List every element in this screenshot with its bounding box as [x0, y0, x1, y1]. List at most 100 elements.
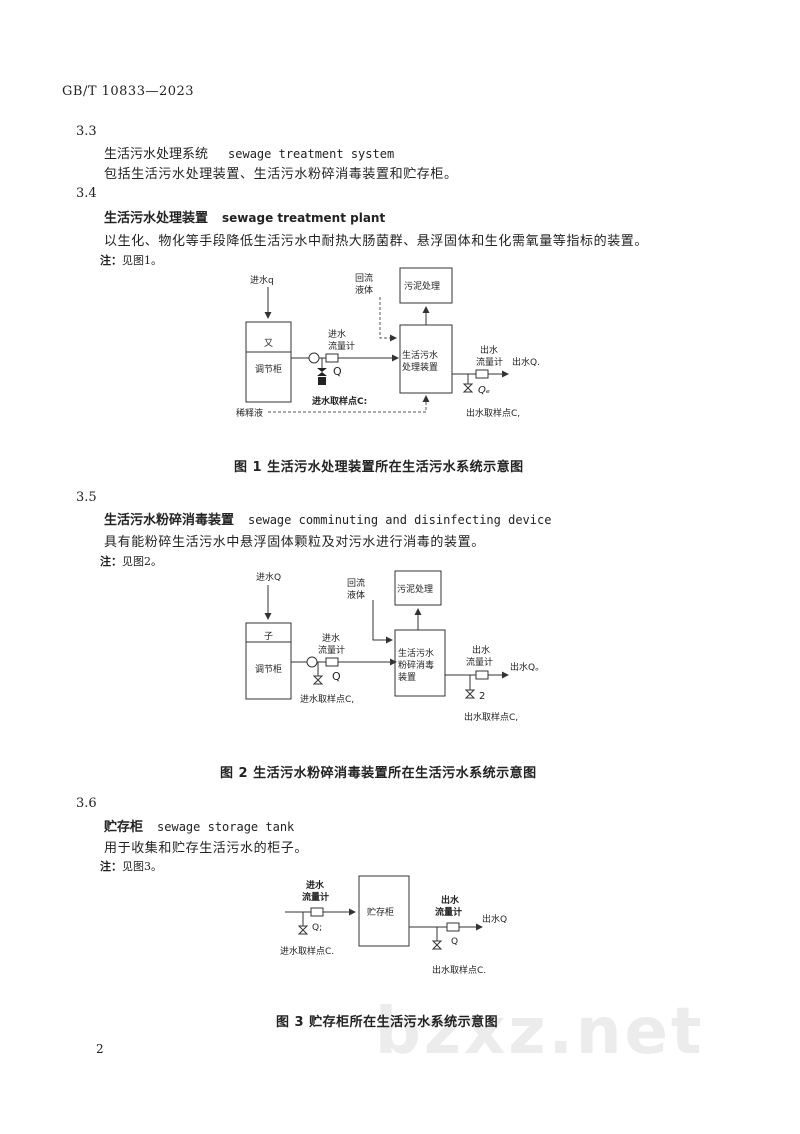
fig1-inlet-q: Q [333, 365, 342, 378]
term-zh: 生活污水处理装置 [104, 211, 209, 226]
watermark: bzxz.net [375, 995, 705, 1069]
fig1-inlet-flowmeter [325, 353, 339, 363]
fig2-device-label-2: 粉碎消毒 [398, 659, 434, 671]
fig2-device-label-1: 生活污水 [398, 647, 434, 659]
fig1-tank-mark: 又 [264, 338, 273, 349]
fig3-inlet-label-1: 进水 [306, 879, 325, 891]
fig1-outlet-flowmeter [475, 369, 489, 379]
fig1-inlet-label-1: 进水 [328, 328, 346, 340]
standard-number: GB/T 10833—2023 [62, 84, 195, 99]
term-3-4: 生活污水处理装置 sewage treatment plant [104, 207, 385, 226]
term-3-5: 生活污水粉碎消毒装置 sewage comminuting and disinfe… [104, 509, 551, 528]
fig3-outlet-sample: 出水取样点C. [432, 964, 486, 976]
section-number-3-5: 3.5 [76, 490, 97, 505]
fig2-comminuting-device [394, 629, 446, 697]
fig1-pump-icon [308, 352, 320, 364]
fig3-inlet-valve-icon [297, 925, 309, 935]
fig2-outlet-flowmeter [475, 670, 489, 680]
section-number-3-4: 3.4 [76, 186, 97, 201]
section-number-3-6: 3.6 [76, 796, 97, 811]
fig3-outlet-q: Q [451, 937, 458, 947]
figure-1-diagram: 进水q 又 调节柜 进水 流量计 Q 进水取样点C: 污泥处理 回流 液体 生活… [236, 267, 540, 419]
fig2-inlet-sample: 进水取样点C, [300, 693, 354, 705]
fig2-inlet-label-2: 流量计 [318, 644, 345, 656]
term-en: sewage treatment plant [222, 211, 386, 225]
term-zh: 贮存柜 [104, 820, 144, 835]
fig3-inlet-flowmeter [310, 907, 324, 917]
note-label: 注： [100, 254, 122, 267]
fig1-plant-label-2: 处理装置 [402, 361, 438, 373]
fig2-inlet-label-1: 进水 [322, 632, 340, 644]
fig2-return-label-1: 回流 [347, 577, 365, 589]
fig3-inlet-sample: 进水取样点C. [280, 945, 334, 957]
fig2-outlet-q: 2 [479, 691, 485, 702]
fig3-tank-label: 贮存柜 [367, 906, 394, 918]
fig1-plant-label-1: 生活污水 [402, 349, 438, 361]
fig1-outlet-q: Qₑ [478, 385, 490, 396]
definition-3-4: 以生化、物化等手段降低生活污水中耐热大肠菌群、悬浮固体和生化需氧量等指标的装置。 [104, 234, 649, 249]
page-number: 2 [96, 1042, 104, 1056]
fig2-inflow-label: 进水Q [256, 571, 281, 583]
fig3-outlet-label-2: 流量计 [435, 906, 462, 918]
fig1-inlet-sample: 进水取样点C: [312, 395, 367, 407]
fig1-sludge-label: 污泥处理 [404, 280, 440, 292]
fig2-outlet-valve-icon [464, 689, 476, 699]
fig2-return-label-2: 液体 [347, 589, 365, 601]
fig1-tank-label: 调节柜 [255, 363, 282, 375]
fig2-sludge-label: 污泥处理 [397, 583, 433, 595]
fig3-storage-tank [358, 875, 410, 947]
fig3-outflow-label: 出水Q [482, 913, 507, 925]
fig2-regulating-tank [245, 622, 292, 700]
fig1-outlet-label-1: 出水 [480, 344, 498, 356]
figure-3-diagram: 进水 流量计 Q; 进水取样点C. 贮存柜 出水 流量计 出水Q Q 出水取样点… [280, 875, 507, 976]
note-3-6: 注：见图3。 [100, 858, 162, 874]
fig1-inlet-valve-icon [317, 368, 327, 376]
term-zh: 生活污水处理系统 [104, 147, 209, 162]
term-3-6: 贮存柜 sewage storage tank [104, 816, 294, 835]
term-en: sewage comminuting and disinfecting devi… [248, 513, 552, 527]
fig2-outlet-label-2: 流量计 [466, 656, 493, 668]
figure-1-caption: 图 1 生活污水处理装置所在生活污水系统示意图 [234, 460, 524, 475]
figure-2-caption: 图 2 生活污水粉碎消毒装置所在生活污水系统示意图 [220, 766, 537, 781]
fig1-regulating-tank [245, 321, 292, 403]
section-number-3-3: 3.3 [76, 124, 97, 139]
fig2-tank-mark: 子 [264, 631, 273, 642]
term-en: sewage storage tank [157, 820, 295, 834]
note-text: 见图2。 [122, 555, 162, 568]
fig2-inlet-valve-icon [312, 675, 324, 685]
fig1-outflow-label: 出水Q. [512, 356, 540, 368]
fig1-return-label-2: 液体 [355, 284, 373, 296]
fig1-sludge-box [399, 267, 453, 304]
fig2-tank-label: 调节柜 [255, 663, 282, 675]
fig1-inflow-label: 进水q [250, 274, 274, 286]
fig1-dilution-label: 稀释液 [236, 407, 263, 419]
figure-3-caption: 图 3 贮存柜所在生活污水系统示意图 [276, 1015, 499, 1030]
note-3-5: 注：见图2。 [100, 553, 162, 569]
fig2-pump-icon [306, 656, 318, 668]
definition-3-6: 用于收集和贮存生活污水的柜子。 [104, 841, 309, 856]
fig1-return-label-1: 回流 [355, 272, 373, 284]
fig2-device-label-3: 装置 [398, 671, 416, 683]
fig2-outlet-sample: 出水取样点C, [464, 711, 518, 723]
fig2-outlet-label-1: 出水 [472, 644, 490, 656]
fig1-outlet-valve-icon [462, 383, 474, 393]
fig3-inlet-q: Q; [312, 923, 322, 933]
note-label: 注： [100, 860, 122, 873]
fig2-outflow-label: 出水Q。 [510, 661, 544, 673]
note-text: 见图3。 [122, 860, 162, 873]
definition-3-3: 包括生活污水处理装置、生活污水粉碎消毒装置和贮存柜。 [104, 167, 458, 182]
figure-2-diagram: 进水Q 子 调节柜 进水 流量计 Q 进水取样点C, 污泥处理 回流 液体 生活… [245, 570, 544, 723]
note-label: 注： [100, 555, 122, 568]
fig3-outlet-label-1: 出水 [441, 894, 460, 906]
fig2-inlet-q: Q [332, 670, 341, 683]
fig3-outlet-flowmeter [446, 922, 460, 932]
fig1-treatment-plant [399, 324, 453, 394]
fig1-outlet-sample: 出水取样点C, [466, 407, 520, 419]
fig3-outlet-valve-icon [431, 940, 443, 950]
definition-3-5: 具有能粉碎生活污水中悬浮固体颗粒及对污水进行消毒的装置。 [104, 535, 485, 550]
term-zh: 生活污水粉碎消毒装置 [104, 513, 235, 528]
fig1-inlet-label-2: 流量计 [328, 340, 355, 352]
note-3-4: 注：见图1。 [100, 252, 162, 268]
